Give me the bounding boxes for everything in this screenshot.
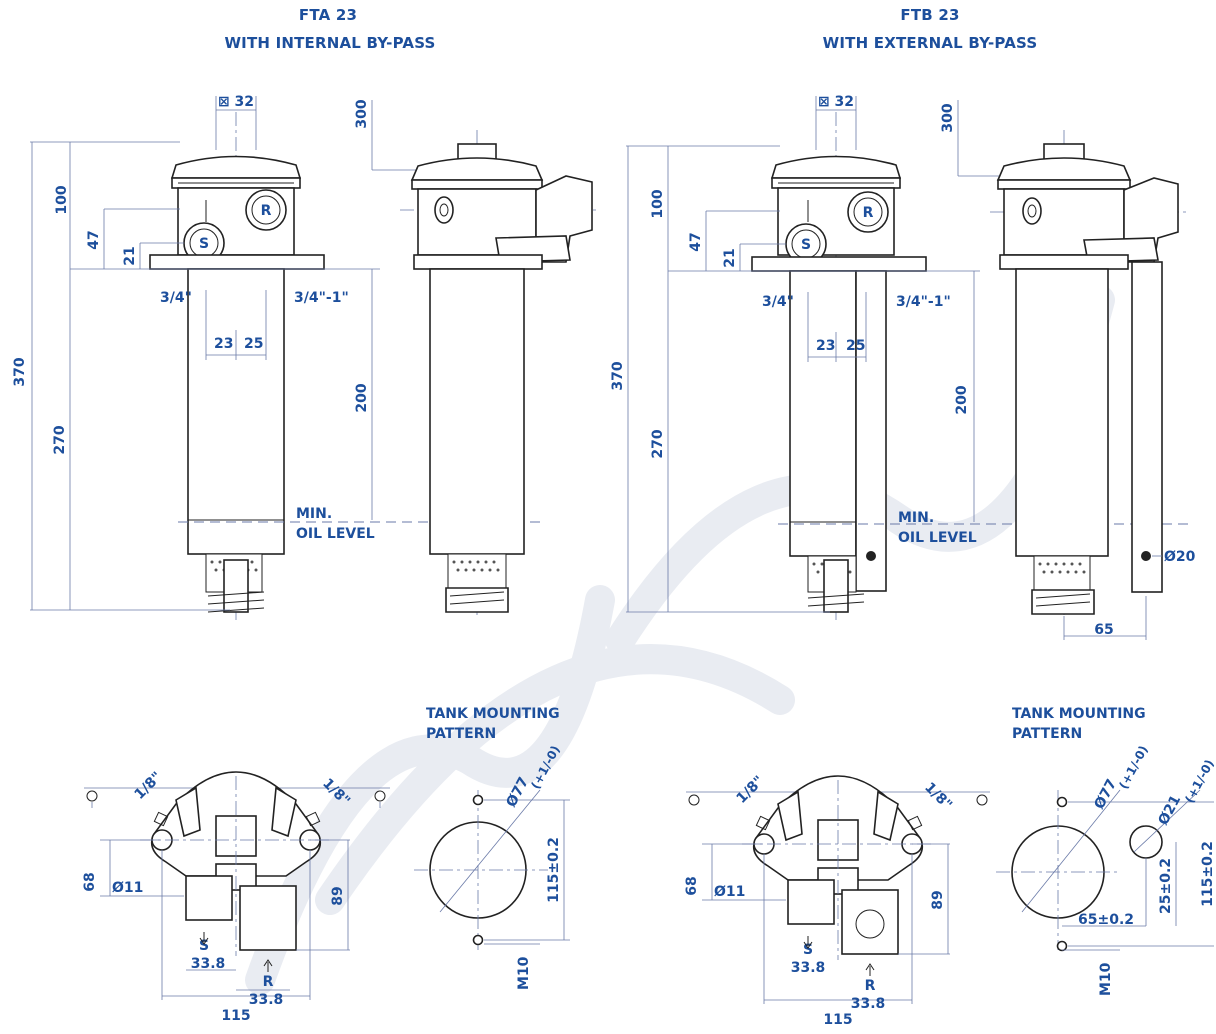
fta-plan-gauge-1: 1/8" [132,769,166,803]
ftb-thread-s: 3/4" [762,294,794,310]
fta-front-view: ⊠ 32 100 47 21 370 270 200 300 3/4" 3/4"… [12,94,540,620]
ftb-plan-dim-115: 115 [823,1012,852,1028]
fta-plan-dim-89: 89 [330,886,346,905]
ftb-dim-200: 200 [954,385,970,414]
fta-plan-s-338: 33.8 [191,956,226,972]
ftb-plan-dim-89: 89 [930,890,946,909]
fta-oil-level: OIL LEVEL [296,526,375,542]
fta-square-dim: ⊠ 32 [218,94,254,110]
fta-plan-view: 1/8" 1/8" 68 Ø11 89 S R 33.8 33.8 115 [82,769,390,1024]
ftb-plan-dim-68: 68 [684,876,700,895]
ftb-tank-tol-2: (+1/-0) [1182,757,1216,805]
ftb-port-r: R [863,205,874,221]
fta-tank-m10: M10 [516,956,532,990]
fta-port-r: R [261,203,272,219]
fta-thread-r: 3/4"-1" [294,290,349,306]
ftb-tank-title-1: TANK MOUNTING [1012,706,1146,722]
ftb-min: MIN. [898,510,934,526]
ftb-plan-view: 1/8" 1/8" 68 Ø11 89 S R 33.8 33.8 115 [684,773,990,1028]
ftb-dim-370: 370 [610,361,626,390]
fta-dim-300: 300 [354,99,370,128]
ftb-plan-gauge-2: 1/8" [921,780,955,814]
ftb-title: FTB 23 [900,6,959,24]
fta-dim-270: 270 [52,425,68,454]
ftb-side-view: 65 Ø20 [990,130,1196,640]
ftb-tank-d115: 115±0.2 [1200,841,1216,907]
fta-side-view [400,130,600,615]
ftb-thread-r: 3/4"-1" [896,294,951,310]
fta-dim-21: 21 [122,246,138,265]
ftb-square-dim: ⊠ 32 [818,94,854,110]
fta-dim-23: 23 [214,336,233,352]
fta-tank-title-2: PATTERN [426,726,496,742]
fta-tank-pattern: TANK MOUNTING PATTERN Ø77 (+1/-0) 115±0.… [414,706,570,990]
fta-dim-370: 370 [12,357,28,386]
ftb-plan-dim-11: Ø11 [714,884,745,900]
ftb-dim-21: 21 [722,248,738,267]
ftb-section: FTB 23 WITH EXTERNAL BY-PASS [610,6,1216,1028]
fta-min: MIN. [296,506,332,522]
fta-dim-100: 100 [54,185,70,214]
ftb-dim-20: Ø20 [1164,549,1196,565]
fta-port-s: S [199,236,209,252]
ftb-plan-port-r: R [865,978,876,994]
fta-title: FTA 23 [299,6,357,24]
fta-dim-25: 25 [244,336,263,352]
ftb-tank-d77: Ø77 [1091,777,1120,812]
ftb-plan-port-s: S [803,942,813,958]
ftb-port-s: S [801,237,811,253]
fta-plan-dim-115: 115 [221,1008,250,1024]
ftb-front-view: ⊠ 32 100 47 21 370 270 200 300 3/4" 3/4"… [610,94,1190,620]
fta-tank-title-1: TANK MOUNTING [426,706,560,722]
ftb-dim-300: 300 [940,103,956,132]
fta-tank-d115: 115±0.2 [546,837,562,903]
ftb-plan-gauge-1: 1/8" [734,773,768,807]
ftb-tank-d25: 25±0.2 [1158,858,1174,914]
ftb-plan-s-338: 33.8 [791,960,826,976]
fta-plan-r-338: 33.8 [249,992,284,1008]
ftb-dim-23: 23 [816,338,835,354]
fta-plan-port-r: R [263,974,274,990]
ftb-tank-m10: M10 [1098,962,1114,996]
fta-dim-200: 200 [354,383,370,412]
ftb-tank-title-2: PATTERN [1012,726,1082,742]
ftb-tank-pattern: TANK MOUNTING PATTERN Ø77 (+1/-0) Ø21 (+… [996,706,1216,996]
ftb-tank-tol-1: (+1/-0) [1116,743,1150,791]
ftb-tank-d21: Ø21 [1155,793,1184,828]
fta-plan-port-s: S [199,938,209,954]
fta-dim-47: 47 [86,230,102,249]
fta-section: FTA 23 WITH INTERNAL BY-PASS [12,6,600,1024]
ftb-oil-level: OIL LEVEL [898,530,977,546]
ftb-tank-d65: 65±0.2 [1078,912,1134,928]
fta-subtitle: WITH INTERNAL BY-PASS [224,34,435,52]
ftb-dim-25: 25 [846,338,865,354]
ftb-dim-47: 47 [688,232,704,251]
fta-plan-dim-68: 68 [82,872,98,891]
ftb-plan-r-338: 33.8 [851,996,886,1012]
ftb-dim-100: 100 [650,189,666,218]
ftb-dim-65: 65 [1094,622,1113,638]
fta-thread-s: 3/4" [160,290,192,306]
ftb-dim-270: 270 [650,429,666,458]
ftb-subtitle: WITH EXTERNAL BY-PASS [823,34,1038,52]
fta-plan-dim-11: Ø11 [112,880,143,896]
